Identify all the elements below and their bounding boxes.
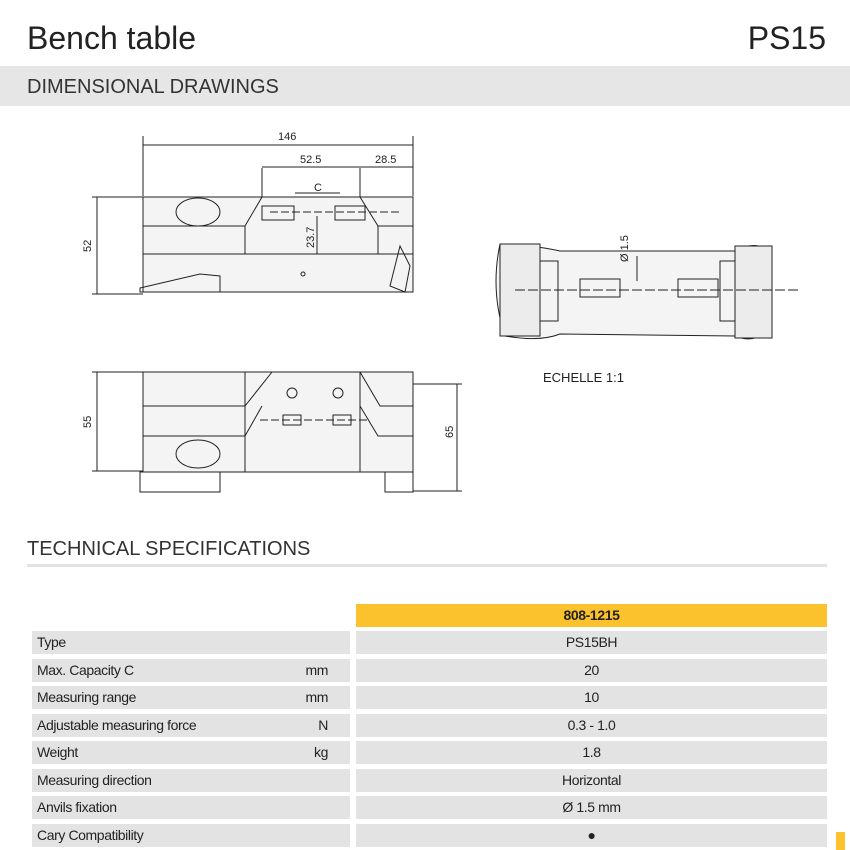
row-label: Weight — [37, 744, 78, 760]
dim-55-label: 55 — [82, 416, 94, 428]
table-row: Measuring direction Horizontal — [32, 768, 827, 792]
scale-label: ECHELLE 1:1 — [543, 370, 624, 385]
row-label-cell: Measuring direction — [32, 768, 350, 792]
row-label-cell: Measuring range mm — [32, 686, 350, 709]
side-view: 146 52.5 28.5 C 23.7 52 — [82, 131, 414, 295]
table-row: Anvils fixation Ø 1.5 mm — [32, 796, 827, 819]
row-value: ● — [356, 823, 827, 847]
row-label: Type — [37, 634, 66, 650]
table-row: Weight kg 1.8 — [32, 741, 827, 764]
detail-view-scale-1-1: Ø 1.5 ECHELLE 1:1 — [495, 235, 800, 385]
row-label: Measuring direction — [37, 771, 152, 788]
row-unit: mm — [305, 689, 328, 705]
row-value: PS15BH — [356, 631, 827, 654]
accent-marker — [836, 832, 845, 850]
row-label: Anvils fixation — [37, 799, 117, 815]
row-unit: N — [318, 716, 328, 733]
table-row: Max. Capacity C mm 20 — [32, 658, 827, 682]
row-label: Max. Capacity C — [37, 661, 134, 678]
model-code: PS15 — [747, 20, 826, 56]
drawings-heading: DIMENSIONAL DRAWINGS — [27, 76, 279, 98]
dim-c-label: C — [314, 182, 322, 194]
dim-28-5-label: 28.5 — [375, 154, 396, 166]
table-header-row: 808-1215 — [32, 604, 827, 627]
row-value: 10 — [356, 686, 827, 709]
row-label: Cary Compatibility — [37, 826, 144, 843]
specs-heading: TECHNICAL SPECIFICATIONS — [27, 538, 311, 560]
table-row: Type PS15BH — [32, 631, 827, 654]
row-label: Adjustable measuring force — [37, 716, 197, 733]
row-label-cell: Adjustable measuring force N — [32, 713, 350, 737]
dimensional-drawing: 146 52.5 28.5 C 23.7 52 55 65 Ø 1.5 ECHE… — [82, 131, 800, 493]
row-value: Ø 1.5 mm — [356, 796, 827, 819]
dim-146-label: 146 — [278, 131, 296, 143]
row-unit: mm — [305, 661, 328, 678]
dim-65-label: 65 — [444, 426, 456, 438]
row-unit: kg — [314, 744, 328, 760]
row-value: Horizontal — [356, 768, 827, 792]
dim-52-5-label: 52.5 — [300, 154, 321, 166]
row-label-cell: Type — [32, 631, 350, 654]
dim-23-7-label: 23.7 — [305, 227, 317, 248]
table-row: Measuring range mm 10 — [32, 686, 827, 709]
row-label-cell: Anvils fixation — [32, 796, 350, 819]
row-label-cell: Cary Compatibility — [32, 823, 350, 847]
dim-diameter-label: Ø 1.5 — [619, 235, 631, 262]
row-label: Measuring range — [37, 689, 137, 705]
top-view: 55 65 — [82, 371, 462, 493]
row-label-cell: Max. Capacity C mm — [32, 658, 350, 682]
row-value: 20 — [356, 658, 827, 682]
drawings-section-header: DIMENSIONAL DRAWINGS — [0, 66, 850, 106]
column-header: 808-1215 — [356, 604, 827, 627]
row-value: 1.8 — [356, 741, 827, 764]
table-row: Adjustable measuring force N 0.3 - 1.0 — [32, 713, 827, 737]
dim-52-label: 52 — [82, 240, 94, 252]
row-value: 0.3 - 1.0 — [356, 713, 827, 737]
row-label-cell: Weight kg — [32, 741, 350, 764]
table-row: Cary Compatibility ● — [32, 823, 827, 847]
specs-divider — [27, 564, 827, 567]
page-title: Bench table — [27, 20, 197, 56]
